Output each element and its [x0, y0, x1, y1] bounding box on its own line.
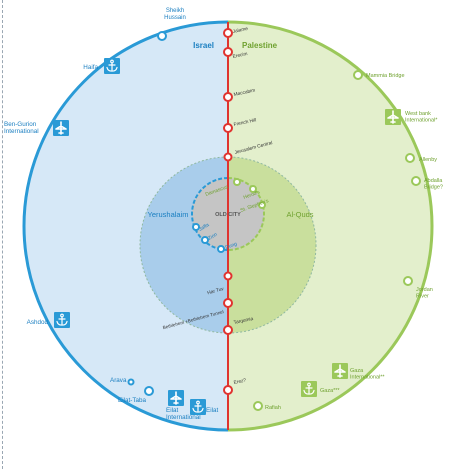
station-label-erez: Erez? — [233, 377, 247, 386]
allenby-station-marker[interactable] — [405, 153, 415, 163]
jerusalem-outline — [139, 156, 317, 334]
page-edge-divider — [2, 0, 3, 469]
station-label-arava: Arava — [110, 377, 127, 384]
palestine-area — [228, 22, 432, 430]
station-label-gaza: Gaza*** — [320, 388, 340, 394]
station-label-jaffa: Jaffa — [198, 222, 210, 233]
region-label-yerushalaim: Yerushalaim — [148, 210, 189, 219]
israel-area — [24, 22, 228, 430]
station-label-tarqumia: Tarqumia — [233, 316, 254, 326]
station-label-herods: Herod's — [243, 189, 262, 201]
damascus-station-marker[interactable] — [233, 178, 241, 186]
station-label-rafiah: Rafiah — [265, 405, 281, 411]
st-stephens-station-marker[interactable] — [258, 201, 266, 209]
jordan-river-station-marker[interactable] — [403, 276, 413, 286]
region-label-palestine: Palestine — [242, 41, 278, 50]
jaffa-station-marker[interactable] — [192, 223, 200, 231]
mammia-bridge-station-marker[interactable] — [353, 70, 363, 80]
region-label-israel: Israel — [193, 41, 214, 50]
station-label-eilat-taba: Eilat-Taba — [118, 397, 146, 404]
station-label-ashdod: Ashdod — [27, 319, 49, 326]
station-label-zion: Zion — [207, 232, 219, 242]
eilat-taba-station-marker[interactable] — [144, 386, 154, 396]
station-label-french-hill: French Hill — [233, 117, 257, 128]
old-city-west-ring — [191, 177, 229, 251]
station-label-mammia-bridge: Mammia Bridge — [366, 73, 405, 79]
haifa-port-icon — [104, 58, 120, 74]
west-bank-international-airport-icon — [385, 109, 401, 125]
station-label-haifa: Haifa — [83, 64, 98, 71]
ashdod-port-icon — [54, 312, 70, 328]
gaza-international-airport-icon — [332, 363, 348, 379]
palestine-ring — [227, 20, 434, 432]
abdalla-bridge-station-marker[interactable] — [411, 176, 421, 186]
maccabim-station-marker[interactable] — [223, 92, 233, 102]
zion-station-marker[interactable] — [201, 236, 209, 244]
dung-station-marker[interactable] — [217, 245, 225, 253]
erez-station-marker[interactable] — [223, 385, 233, 395]
old-city-east-ring — [227, 177, 265, 251]
station-label-hadassah: Har Tuv — [207, 286, 225, 296]
station-label-erez-north: Erecim — [232, 51, 248, 60]
station-label-allenby: Allenby — [419, 157, 437, 163]
erez-north-station-marker[interactable] — [223, 47, 233, 57]
eilat-port-icon — [190, 399, 206, 415]
region-label-al-quds: Al-Quds — [286, 210, 313, 219]
station-label-eilat: Eilat — [206, 407, 218, 414]
tarqumia-station-marker[interactable] — [223, 325, 233, 335]
jerusalem-central-station-marker[interactable] — [223, 152, 233, 162]
eilat-international-airport-icon — [168, 390, 184, 406]
french-hill-station-marker[interactable] — [223, 123, 233, 133]
station-label-maccabim: Maccabim — [233, 88, 256, 98]
station-label-jalame: Jalame — [232, 26, 249, 35]
bethlehem-station-marker[interactable] — [223, 298, 233, 308]
hadassah-station-marker[interactable] — [223, 271, 233, 281]
jalame-station-marker[interactable] — [223, 28, 233, 38]
arava-station-marker[interactable] — [127, 378, 135, 386]
region-label-old-city: OLD CITY — [215, 212, 241, 218]
sheikh-hussain-station-marker[interactable] — [157, 31, 167, 41]
ben-gurion-airport-icon — [53, 120, 69, 136]
rafiah-station-marker[interactable] — [253, 401, 263, 411]
gaza-port-icon — [301, 381, 317, 397]
herods-station-marker[interactable] — [249, 185, 257, 193]
israel-ring — [22, 20, 229, 432]
station-label-dung: Dung — [225, 241, 238, 251]
